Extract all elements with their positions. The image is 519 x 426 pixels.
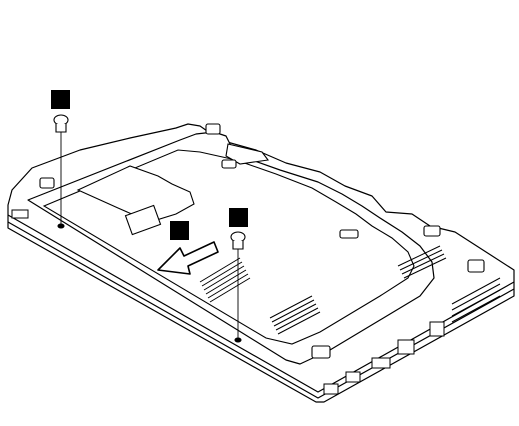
foot-left (40, 178, 54, 188)
foot-mid (424, 226, 440, 236)
foot-front (312, 346, 330, 358)
marker-2 (170, 221, 189, 240)
foot-top (206, 124, 220, 134)
foot-right (468, 260, 484, 272)
marker-1 (51, 90, 70, 109)
marker-3 (229, 208, 248, 227)
